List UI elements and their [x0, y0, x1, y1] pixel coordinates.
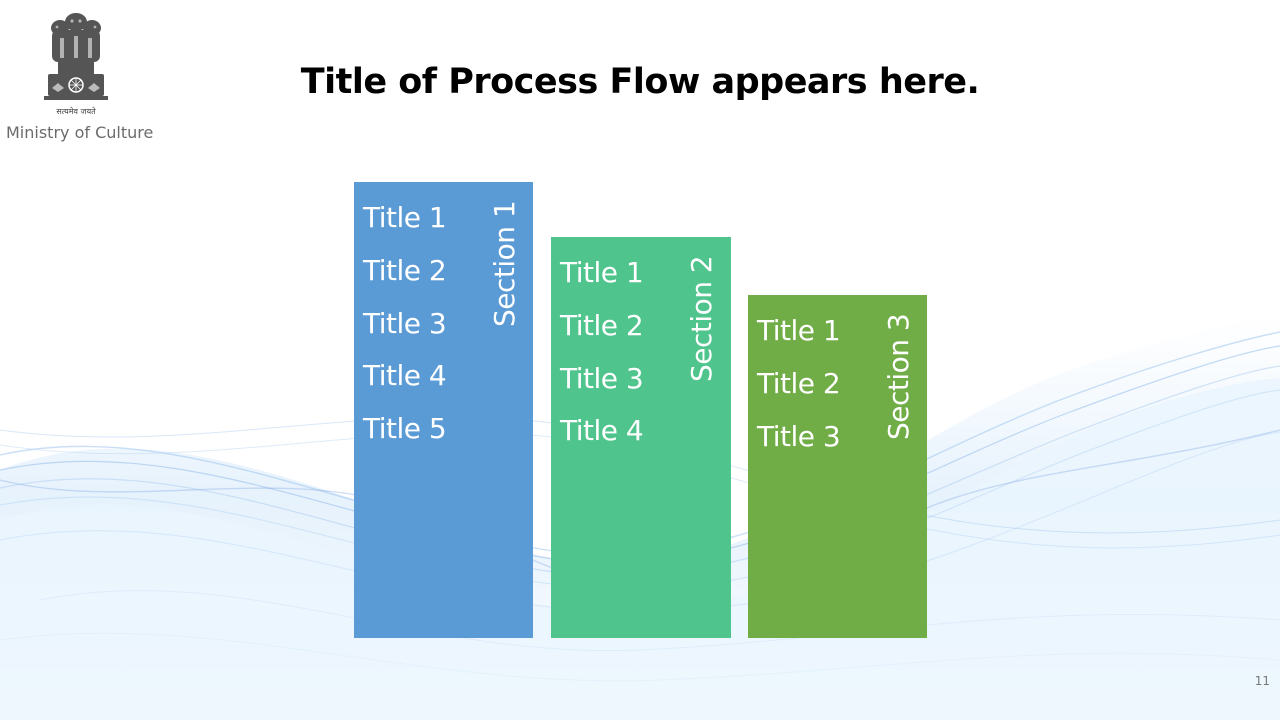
section-2-item-1: Title 1: [560, 256, 644, 289]
section-1-item-2: Title 2: [363, 253, 447, 287]
section-1-item-4: Title 4: [363, 359, 447, 393]
national-emblem-icon: [44, 13, 108, 100]
section-1-items: Title 1 Title 2 Title 3 Title 4 Title 5: [363, 192, 447, 456]
section-2-item-4: Title 4: [560, 414, 644, 448]
section-2-block: Title 1 Title 2 Title 3 Title 4 Section …: [551, 237, 731, 638]
section-2-item-2: Title 2: [560, 308, 644, 342]
section-2-items: Title 1 Title 2 Title 3 Title 4: [560, 247, 644, 458]
section-3-item-3: Title 3: [757, 419, 841, 453]
page-title: Title of Process Flow appears here.: [300, 62, 980, 102]
section-3-block: Title 1 Title 2 Title 3 Section 3: [748, 295, 927, 638]
page-number: 11: [1254, 674, 1270, 688]
section-3-label: Section 3: [882, 313, 915, 440]
section-1-item-5: Title 5: [363, 412, 447, 446]
emblem-motto: सत्यमेव जयते: [56, 107, 96, 116]
section-1-block: Title 1 Title 2 Title 3 Title 4 Title 5 …: [354, 182, 533, 638]
section-2-label: Section 2: [685, 255, 718, 382]
section-3-item-2: Title 2: [757, 366, 841, 400]
section-1-item-1: Title 1: [363, 201, 447, 234]
section-3-items: Title 1 Title 2 Title 3: [757, 305, 841, 463]
ministry-name: Ministry of Culture: [6, 123, 154, 142]
section-3-item-1: Title 1: [757, 314, 841, 347]
section-1-item-3: Title 3: [363, 306, 447, 340]
section-1-label: Section 1: [488, 200, 521, 327]
section-2-item-3: Title 3: [560, 361, 644, 395]
